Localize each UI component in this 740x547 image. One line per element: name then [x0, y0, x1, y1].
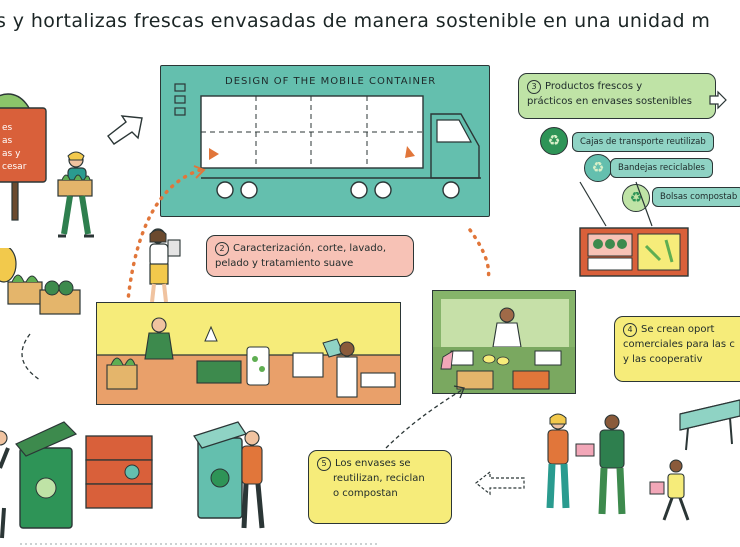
- recycle-icon: ♻: [584, 154, 612, 182]
- recycle-icon: ♻: [540, 127, 568, 155]
- step2-line: pelado y tratamiento suave: [215, 258, 354, 269]
- tag-compostable-bags: Bolsas compostab: [652, 187, 740, 207]
- step5-line: Los envases se: [335, 458, 411, 469]
- vegetable-crates: [0, 248, 81, 315]
- tag-reusable-crates: Cajas de transporte reutilizab: [572, 132, 714, 152]
- processing-illustration: [97, 317, 400, 404]
- step2-line: Caracterización, corte, lavado,: [233, 243, 387, 254]
- step-number: 2: [215, 242, 229, 256]
- tag-recyclable-trays: Bandejas reciclables: [610, 158, 713, 178]
- sign-line: as y: [2, 149, 21, 159]
- mobile-container: DESIGN OF THE MOBILE CONTAINER: [160, 65, 490, 217]
- recycling-bins-and-boxes: [0, 421, 265, 539]
- sign-line: as: [2, 136, 13, 146]
- tree-sign-illustration: [0, 93, 47, 221]
- dashed-arrow: [385, 385, 465, 449]
- container-heading: DESIGN OF THE MOBILE CONTAINER: [225, 76, 437, 87]
- step4-note: 4 Se crean oport comerciales para las c y…: [614, 316, 740, 382]
- step-number: 4: [623, 323, 637, 337]
- outline-arrow-icon: [709, 90, 727, 110]
- dashed-arrow: [21, 333, 41, 381]
- park-bench: [679, 399, 740, 451]
- researcher-with-clipboard: [149, 228, 181, 303]
- outline-arrow-icon: [475, 470, 525, 496]
- footer-strip: [20, 543, 380, 545]
- step5-line: reutilizan, reciclan: [333, 473, 425, 484]
- packaging-scene: [432, 290, 576, 394]
- dotted-flow-arrows: [126, 165, 491, 302]
- produce-display-shelf: [579, 181, 689, 277]
- sign-line: es: [2, 123, 13, 133]
- step-number: 5: [317, 457, 331, 471]
- step4-line: Se crean oport: [641, 324, 715, 335]
- sign-text: es as as y cesar: [2, 122, 46, 174]
- step3-line: Productos frescos y: [545, 81, 643, 92]
- shoppers-illustration: [546, 413, 690, 521]
- processing-scene: [96, 302, 401, 405]
- step4-line: comerciales para las c: [623, 339, 735, 350]
- step5-line: o compostan: [333, 488, 398, 499]
- step3-line: prácticos en envases sostenibles: [527, 96, 692, 107]
- packaging-illustration: [433, 299, 575, 393]
- sign-line: cesar: [2, 162, 27, 172]
- step3-note: 3 Productos frescos y prácticos en envase…: [518, 73, 716, 119]
- page-title: s y hortalizas frescas envasadas de mane…: [0, 10, 711, 32]
- step2-note: 2 Caracterización, corte, lavado, pelado …: [206, 235, 414, 277]
- step4-line: y las cooperativ: [623, 354, 703, 365]
- truck-illustration: [174, 83, 481, 199]
- farmer-with-crate: [57, 151, 94, 238]
- step-number: 3: [527, 80, 541, 94]
- outline-arrow-icon: [107, 115, 143, 145]
- step5-note: 5 Los envases se reutilizan, reciclan o c…: [308, 450, 452, 524]
